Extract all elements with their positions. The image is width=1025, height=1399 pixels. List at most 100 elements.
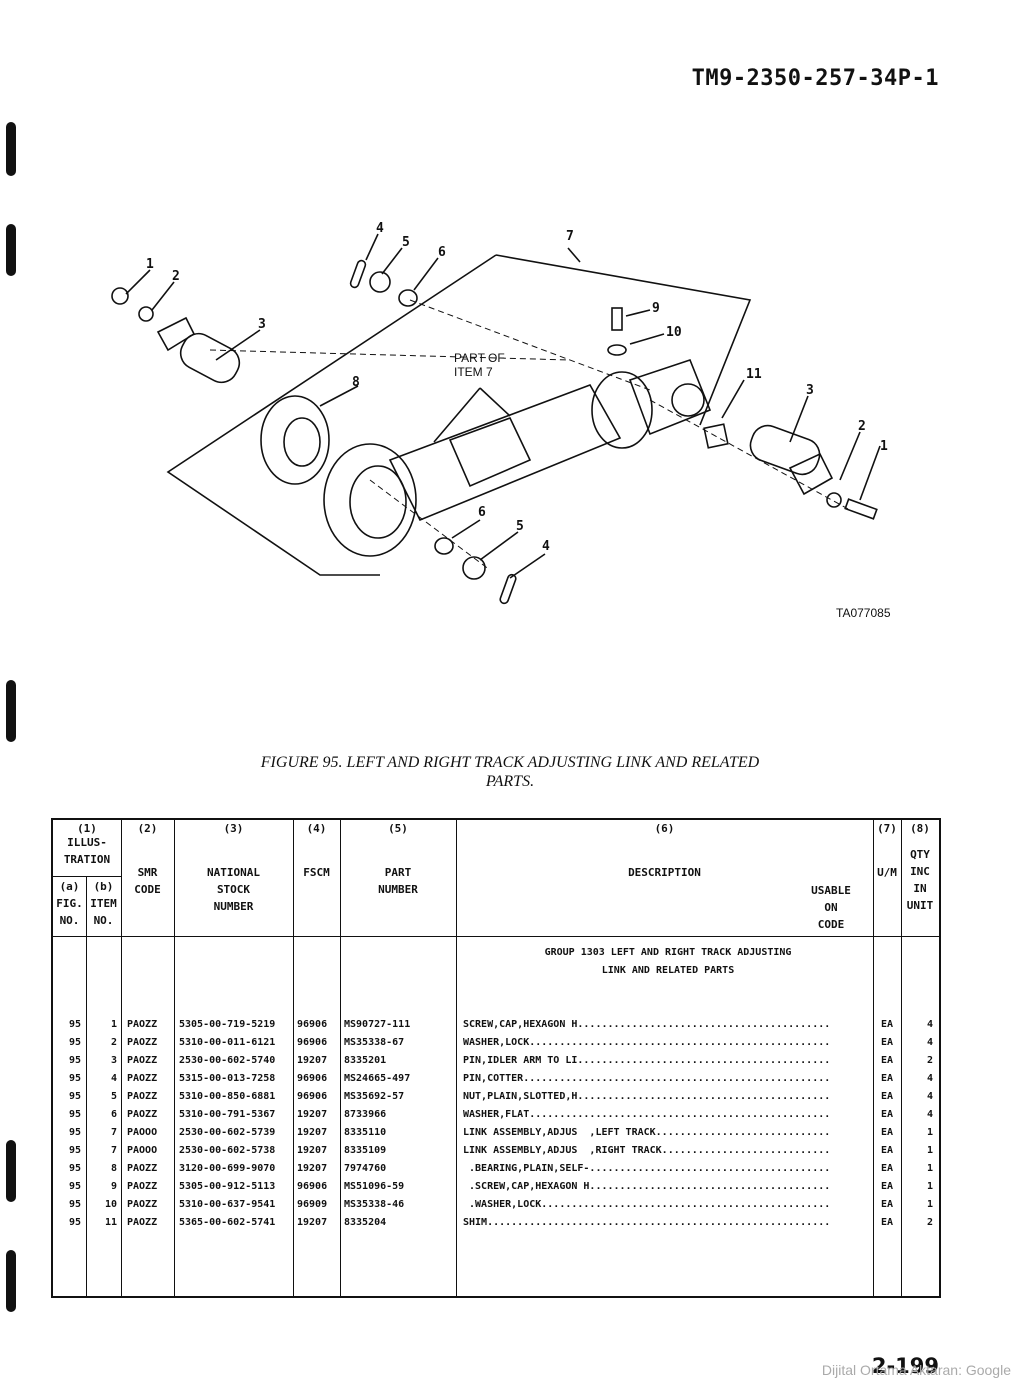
header-rule	[53, 876, 121, 877]
binder-mark	[6, 1250, 16, 1312]
bracket-line	[495, 254, 752, 426]
callout-label: 10	[666, 325, 682, 340]
group-title-line2: LINK AND RELATED PARTS	[601, 965, 735, 976]
cell-description: .BEARING,PLAIN,SELF-....................…	[463, 1163, 831, 1174]
cell-smr: PAOZZ	[127, 1199, 158, 1210]
cell-fig: 95	[68, 1181, 81, 1192]
cell-description: NUT,PLAIN,SLOTTED,H.....................…	[463, 1091, 831, 1102]
cell-um: EA	[880, 1037, 894, 1048]
figure-caption-line2: PARTS.	[485, 773, 535, 790]
col1b-title: (b) ITEM NO.	[90, 880, 117, 927]
cell-description: SHIM....................................…	[463, 1217, 831, 1228]
cell-description: PIN,IDLER ARM TO LI.....................…	[463, 1055, 831, 1066]
binder-mark	[6, 224, 16, 276]
cell-qty: 4	[926, 1037, 933, 1048]
cell-qty: 4	[926, 1073, 933, 1084]
cell-description: WASHER,FLAT.............................…	[463, 1109, 831, 1120]
bearing	[260, 395, 330, 485]
part-of-label: ITEM 7	[454, 365, 493, 379]
column-divider	[174, 820, 175, 1296]
link-eye-right	[628, 359, 712, 436]
cell-fig: 95	[68, 1037, 81, 1048]
cell-item: 7	[110, 1145, 117, 1156]
col8-number: (8)	[910, 822, 930, 835]
cell-description: PIN,COTTER..............................…	[463, 1073, 831, 1084]
exploded-parts-diagram: 1 2 3 4 5 6 7 8 9 10 11 3 2 1 6 5 4 PART…	[111, 221, 888, 605]
callout-label: 2	[858, 419, 866, 434]
column-divider	[293, 820, 294, 1296]
binder-mark	[6, 680, 16, 742]
part-of-label: PART OF	[454, 351, 505, 365]
binder-mark	[6, 1140, 16, 1202]
cell-um: EA	[880, 1091, 894, 1102]
cell-fscm: 96906	[297, 1073, 328, 1084]
col7-number: (7)	[877, 822, 897, 835]
cell-smr: PAOZZ	[127, 1037, 158, 1048]
link-eye-left	[323, 443, 417, 557]
cell-um: EA	[880, 1019, 894, 1030]
cell-item: 6	[110, 1109, 117, 1120]
col6-title: DESCRIPTION	[628, 866, 701, 879]
lock-washer	[607, 344, 627, 356]
cell-um: EA	[880, 1127, 894, 1138]
cell-nsn: 5310-00-637-9541	[179, 1199, 276, 1210]
cell-item: 3	[110, 1055, 117, 1066]
col1-title: ILLUS- TRATION	[63, 836, 111, 866]
col7-title: U/M	[877, 866, 897, 879]
shim	[703, 423, 729, 449]
cell-part: 8335204	[344, 1217, 387, 1228]
group-title-line1: GROUP 1303 LEFT AND RIGHT TRACK ADJUSTIN…	[544, 947, 792, 958]
cell-nsn: 5310-00-850-6881	[179, 1091, 276, 1102]
cell-qty: 1	[926, 1181, 933, 1192]
binder-mark	[6, 122, 16, 176]
col4-number: (4)	[306, 822, 327, 835]
screw-right	[844, 498, 878, 520]
cell-qty: 1	[926, 1199, 933, 1210]
cell-fscm: 19207	[297, 1109, 328, 1120]
cell-part: 8335109	[344, 1145, 387, 1156]
cell-nsn: 5305-00-912-5113	[179, 1181, 276, 1192]
cell-nsn: 2530-00-602-5739	[179, 1127, 276, 1138]
figure-reference-code: TA077085	[836, 606, 891, 620]
col2-number: (2)	[137, 822, 158, 835]
cell-item: 2	[110, 1037, 117, 1048]
cell-item: 11	[104, 1217, 117, 1228]
header-rule	[53, 936, 939, 937]
cell-um: EA	[880, 1199, 894, 1210]
cell-description: .SCREW,CAP,HEXAGON H....................…	[463, 1181, 831, 1192]
cell-fscm: 96906	[297, 1091, 328, 1102]
callout-label: 1	[146, 257, 154, 272]
callout-label: 3	[258, 317, 266, 332]
cell-part: MS35338-67	[344, 1037, 405, 1048]
callout-label: 9	[652, 301, 660, 316]
document-code: TM9-2350-257-34P-1	[691, 66, 939, 91]
cell-nsn: 5305-00-719-5219	[179, 1019, 276, 1030]
pin-left-tab	[156, 316, 196, 352]
cell-item: 4	[110, 1073, 117, 1084]
column-divider	[456, 820, 457, 1296]
cell-smr: PAOZZ	[127, 1073, 158, 1084]
grease-screw	[611, 307, 623, 331]
cell-fscm: 19207	[297, 1163, 328, 1174]
cell-description: LINK ASSEMBLY,ADJUS ,LEFT TRACK.........…	[463, 1127, 831, 1138]
cell-item: 5	[110, 1091, 117, 1102]
cell-fig: 95	[68, 1127, 81, 1138]
cell-part: 7974760	[344, 1163, 387, 1174]
cell-fig: 95	[68, 1109, 81, 1120]
cell-description: LINK ASSEMBLY,ADJUS ,RIGHT TRACK........…	[463, 1145, 831, 1156]
cell-fig: 95	[68, 1091, 81, 1102]
cell-fig: 95	[68, 1145, 81, 1156]
cell-item: 1	[110, 1019, 117, 1030]
cell-nsn: 3120-00-699-9070	[179, 1163, 276, 1174]
col1-number: (1)	[77, 822, 97, 835]
column-divider	[340, 820, 341, 1296]
cell-qty: 4	[926, 1091, 933, 1102]
cell-item: 7	[110, 1127, 117, 1138]
cell-part: 8335110	[344, 1127, 387, 1138]
cell-smr: PAOOO	[127, 1145, 158, 1156]
